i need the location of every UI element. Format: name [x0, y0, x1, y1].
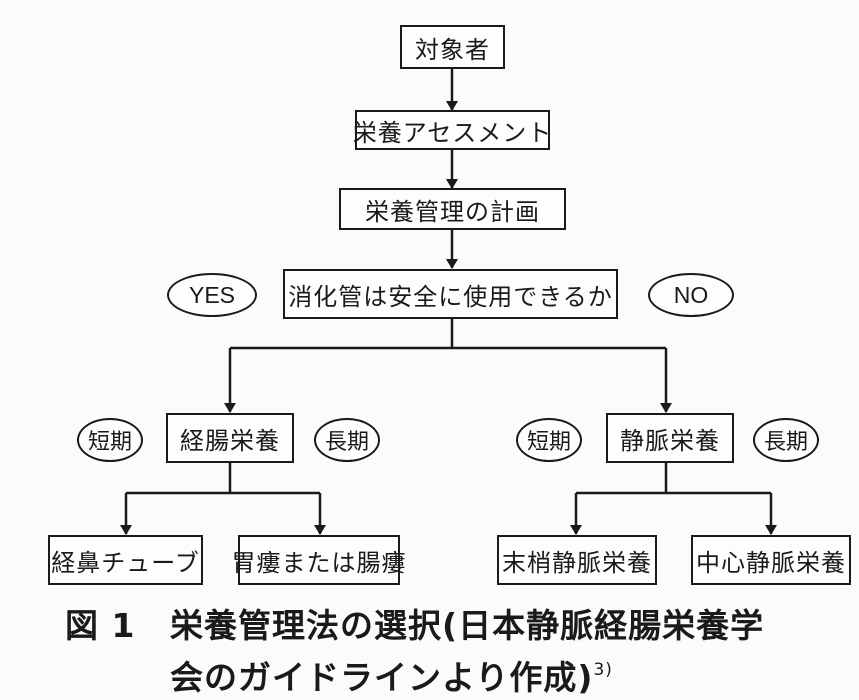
node-plan: 栄養管理の計画 — [339, 188, 566, 230]
caption-line-1: 栄養管理法の選択(日本静脈経腸栄養学 — [170, 606, 765, 645]
node-gastrostomy: 胃瘻または腸瘻 — [232, 535, 406, 585]
node-parenteral: 静脈栄養 — [606, 413, 734, 463]
label-long-right: 長期 — [753, 418, 819, 462]
label-yes: YES — [167, 273, 257, 317]
node-peripheral: 末梢静脈栄養 — [497, 535, 657, 585]
label-short-left: 短期 — [77, 418, 143, 462]
caption-reference: 3) — [593, 660, 613, 680]
label-no: NO — [648, 273, 734, 317]
label-short-right: 短期 — [516, 418, 582, 462]
node-central: 中心静脈栄養 — [691, 535, 851, 585]
node-enteral: 経腸栄養 — [166, 413, 294, 463]
figure-caption: 図 1 栄養管理法の選択(日本静脈経腸栄養学 会のガイドラインより作成)3) — [65, 604, 764, 700]
figure-number: 図 1 — [65, 606, 136, 645]
caption-line-2: 会のガイドラインより作成) — [170, 658, 594, 697]
node-nasal-tube: 経鼻チューブ — [48, 535, 203, 585]
node-question: 消化管は安全に使用できるか — [283, 269, 618, 319]
label-long-left: 長期 — [314, 418, 380, 462]
node-subject: 対象者 — [400, 25, 505, 69]
node-assessment: 栄養アセスメント — [353, 110, 551, 150]
